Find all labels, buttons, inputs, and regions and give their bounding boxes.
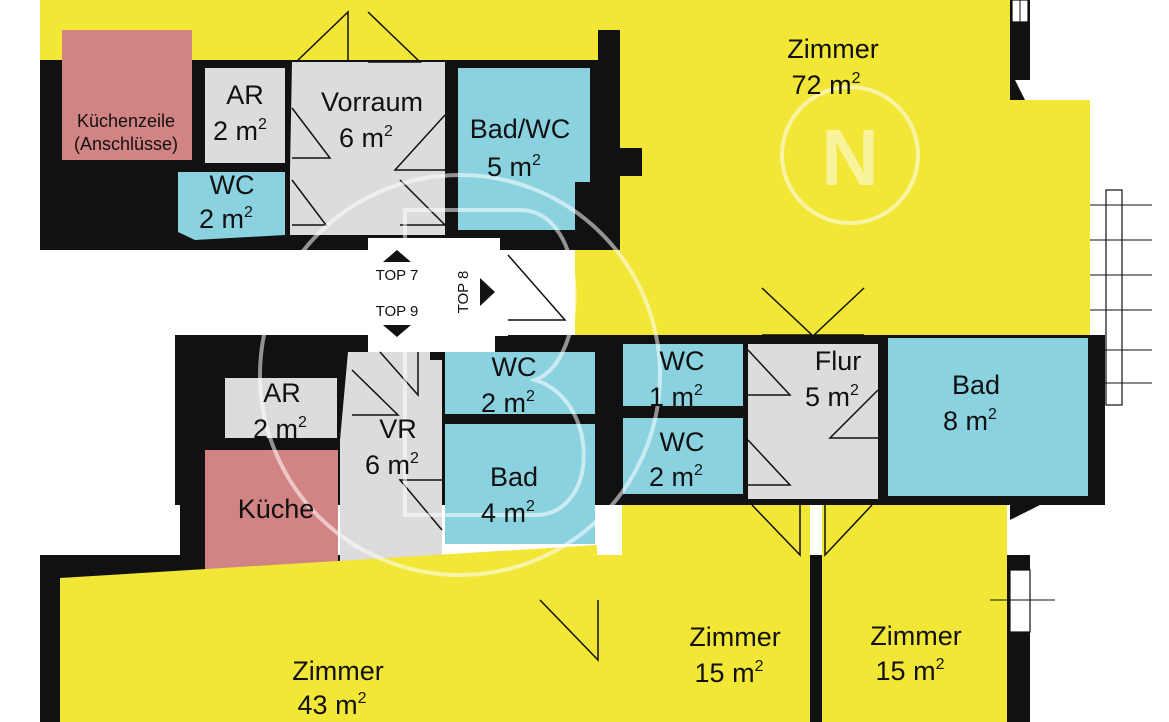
label-zimmer15a-name: Zimmer xyxy=(689,622,780,652)
arrow-up-icon xyxy=(383,250,411,262)
label-ar-top-name: AR xyxy=(226,80,264,110)
room-flur xyxy=(748,344,878,499)
watermark-logo xyxy=(258,85,920,577)
label-zimmer43-area: 43 m2 xyxy=(298,690,367,720)
label-vorraum-area: 6 m2 xyxy=(339,123,393,153)
doorway-fill xyxy=(597,555,622,722)
label-zimmer15b-name: Zimmer xyxy=(870,621,961,651)
label-top8: TOP 8 xyxy=(455,271,472,314)
label-wc-a-area: 2 m2 xyxy=(481,388,535,418)
label-wc-a-name: WC xyxy=(492,352,537,382)
label-vorraum-name: Vorraum xyxy=(321,87,423,117)
arrow-right-icon xyxy=(480,278,495,306)
windows xyxy=(1009,0,1123,633)
label-kueche-name: Küche xyxy=(238,494,315,524)
label-wc-c-area: 2 m2 xyxy=(649,462,703,492)
wall-notch xyxy=(620,148,642,176)
label-badwc-area: 5 m2 xyxy=(487,152,541,182)
label-zimmer43-name: Zimmer xyxy=(292,656,383,686)
label-ar-bottom-area: 2 m2 xyxy=(253,414,307,444)
watermark-letter: N xyxy=(821,113,879,202)
room-zimmer15b xyxy=(822,505,1007,722)
label-wc-top-name: WC xyxy=(210,170,255,200)
door-swings xyxy=(291,10,879,662)
label-vr-area: 6 m2 xyxy=(365,450,419,480)
room-ar-top xyxy=(205,68,285,163)
label-zimmer15a-area: 15 m2 xyxy=(695,658,764,688)
label-bad4-name: Bad xyxy=(490,462,538,492)
label-top7: TOP 7 xyxy=(376,267,419,284)
label-zimmer15b-area: 15 m2 xyxy=(876,656,945,686)
label-wc-b-area: 1 m2 xyxy=(649,382,703,412)
room-zimmer72 xyxy=(360,0,1090,335)
label-kuechenzeile-name: Küchenzeile xyxy=(77,111,175,131)
label-badwc-name: Bad/WC xyxy=(470,114,571,144)
label-top9: TOP 9 xyxy=(376,303,419,320)
window-ticks xyxy=(990,0,1152,601)
room-wc-b xyxy=(623,344,743,406)
label-zimmer72-area: 72 m2 xyxy=(792,70,861,100)
room-badwc xyxy=(458,68,590,230)
label-wc-b-name: WC xyxy=(660,346,705,376)
label-zimmer72-name: Zimmer xyxy=(787,34,878,64)
room-wc-top xyxy=(178,172,285,240)
arrow-down-icon xyxy=(383,325,411,337)
room-vorraum xyxy=(290,62,445,235)
room-vr xyxy=(340,352,442,585)
label-bad4-area: 4 m2 xyxy=(481,498,535,528)
room-ar-bottom xyxy=(225,378,337,438)
room-zimmer43 xyxy=(60,545,597,722)
label-flur-name: Flur xyxy=(815,346,862,376)
label-kuechenzeile-sub: (Anschlüsse) xyxy=(74,134,178,154)
label-bad8-area: 8 m2 xyxy=(943,406,997,436)
room-zimmer15a xyxy=(622,505,810,722)
room-kuechenzeile xyxy=(62,30,192,160)
room-bad8 xyxy=(888,338,1088,496)
label-flur-area: 5 m2 xyxy=(805,382,859,412)
label-ar-top-area: 2 m2 xyxy=(213,116,267,146)
room-bad4 xyxy=(445,424,595,544)
label-vr-name: VR xyxy=(379,414,417,444)
label-ar-bottom-name: AR xyxy=(263,378,301,408)
label-wc-top-area: 2 m2 xyxy=(199,204,253,234)
label-bad8-name: Bad xyxy=(952,370,1000,400)
label-wc-c-name: WC xyxy=(660,427,705,457)
